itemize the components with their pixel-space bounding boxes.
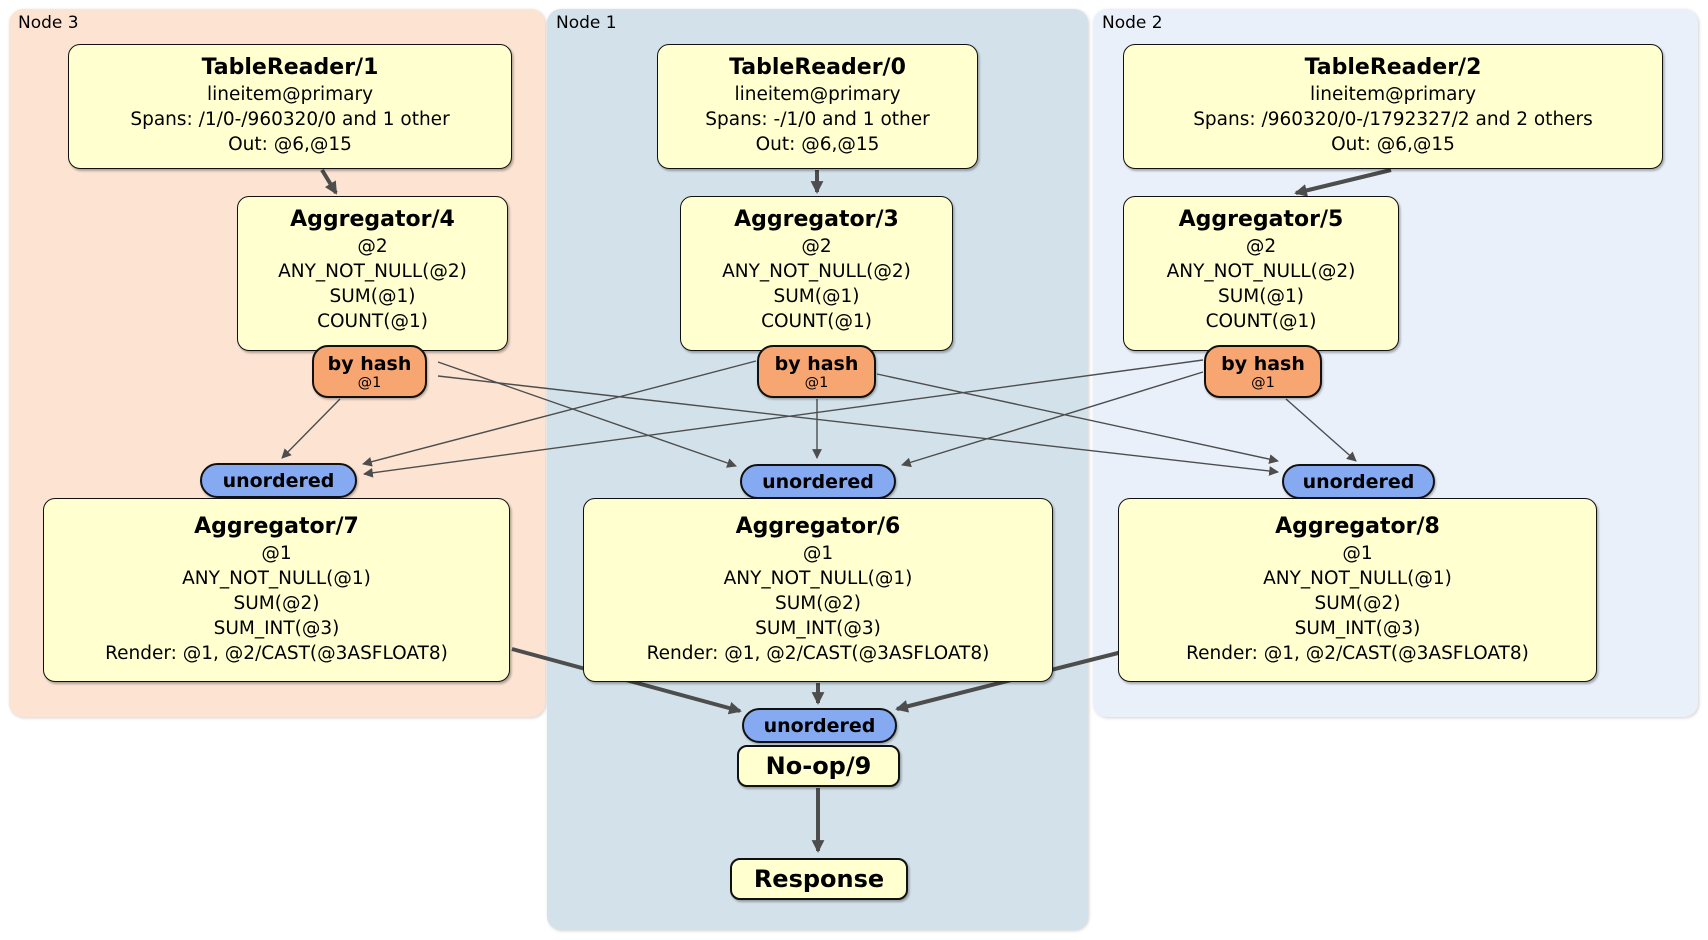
noop-9-box: No-op/9 xyxy=(737,745,900,787)
router-by-hash-node3-label: by hash xyxy=(327,352,412,375)
sync-unordered-node2: unordered xyxy=(1282,464,1435,499)
proc-line: SUM(@2) xyxy=(775,593,861,614)
proc-line: lineitem@primary xyxy=(206,84,374,105)
proc-line: Out: @6,@15 xyxy=(1331,134,1455,155)
sync-unordered-node3: unordered xyxy=(200,463,357,498)
proc-line: @2 xyxy=(357,236,388,257)
proc-line: lineitem@primary xyxy=(734,84,901,105)
proc-line: @2 xyxy=(1245,236,1277,257)
proc-line: COUNT(@1) xyxy=(761,311,872,332)
router-by-hash-node3: by hash @1 xyxy=(312,345,427,398)
proc-line: lineitem@primary xyxy=(1309,84,1477,105)
response-box: Response xyxy=(730,858,908,900)
proc-line: Spans: -/1/0 and 1 other xyxy=(705,109,930,130)
tablereader-0-title: TableReader/0 xyxy=(729,55,906,80)
proc-line: SUM_INT(@3) xyxy=(213,618,340,639)
edge-byhash-node3-to-unordered-node2 xyxy=(437,375,1279,476)
router-by-hash-node2-label: by hash xyxy=(1221,352,1305,375)
aggregator-8-title: Aggregator/8 xyxy=(1275,514,1440,539)
tablereader-1-title: TableReader/1 xyxy=(201,55,379,80)
proc-line: ANY_NOT_NULL(@1) xyxy=(723,568,913,589)
router-by-hash-node1-detail: @1 xyxy=(804,374,829,391)
edge-byhash-node1-to-unordered-node3 xyxy=(362,360,757,467)
aggregator-7-title: Aggregator/7 xyxy=(194,514,359,539)
edge-tablereader2-to-aggregator5 xyxy=(1294,168,1392,197)
router-by-hash-node1-label: by hash xyxy=(774,352,859,375)
proc-line: @1 xyxy=(261,543,292,564)
proc-line: SUM(@2) xyxy=(233,593,320,614)
node3-label: Node 3 xyxy=(18,13,79,33)
proc-line: SUM_INT(@3) xyxy=(1294,618,1421,639)
proc-line: Out: @6,@15 xyxy=(755,134,880,155)
proc-line: SUM(@1) xyxy=(1218,286,1304,307)
proc-line: SUM(@1) xyxy=(773,286,860,307)
proc-line: ANY_NOT_NULL(@1) xyxy=(182,568,371,589)
proc-line: @2 xyxy=(801,236,832,257)
router-by-hash-node3-detail: @1 xyxy=(357,374,382,391)
proc-line: ANY_NOT_NULL(@2) xyxy=(1166,261,1356,282)
edge-byhash-node2-to-unordered-node1 xyxy=(901,371,1204,468)
proc-line: ANY_NOT_NULL(@1) xyxy=(1263,568,1452,589)
sync-unordered-node1: unordered xyxy=(740,464,896,499)
edge-byhash-node1-to-unordered-node2 xyxy=(876,373,1279,464)
aggregator-5-title: Aggregator/5 xyxy=(1178,207,1344,232)
sync-unordered-final: unordered xyxy=(742,708,897,743)
edge-byhash-node3-to-unordered-node3 xyxy=(281,398,341,459)
edge-tablereader1-to-aggregator4 xyxy=(320,168,338,195)
proc-line: COUNT(@1) xyxy=(317,311,428,332)
proc-line: @1 xyxy=(1342,543,1373,564)
proc-line: ANY_NOT_NULL(@2) xyxy=(278,261,467,282)
edge-byhash-node2-to-unordered-node2 xyxy=(1285,398,1357,462)
router-by-hash-node2-detail: @1 xyxy=(1251,374,1275,391)
proc-line: COUNT(@1) xyxy=(1205,311,1317,332)
aggregator-3-title: Aggregator/3 xyxy=(734,207,899,232)
aggregator-4-title: Aggregator/4 xyxy=(290,207,455,232)
router-by-hash-node2: by hash @1 xyxy=(1204,345,1322,398)
edge-byhash-node3-to-unordered-node1 xyxy=(437,361,737,468)
proc-line: Out: @6,@15 xyxy=(228,134,352,155)
proc-line: Spans: /960320/0-/1792327/2 and 2 others xyxy=(1193,109,1593,130)
proc-line: SUM(@2) xyxy=(1314,593,1401,614)
proc-line: Render: @1, @2/CAST(@3ASFLOAT8) xyxy=(1186,643,1529,664)
proc-line: Render: @1, @2/CAST(@3ASFLOAT8) xyxy=(105,643,448,664)
proc-line: Spans: /1/0-/960320/0 and 1 other xyxy=(130,109,450,130)
aggregator-6-title: Aggregator/6 xyxy=(735,514,901,539)
tablereader-2-title: TableReader/2 xyxy=(1304,55,1482,80)
proc-line: Render: @1, @2/CAST(@3ASFLOAT8) xyxy=(646,643,990,664)
node1-label: Node 1 xyxy=(556,13,617,33)
proc-line: ANY_NOT_NULL(@2) xyxy=(722,261,911,282)
proc-line: SUM_INT(@3) xyxy=(755,618,881,639)
proc-line: @1 xyxy=(802,543,834,564)
node2-label: Node 2 xyxy=(1102,13,1163,33)
router-by-hash-node1: by hash @1 xyxy=(757,345,876,398)
proc-line: SUM(@1) xyxy=(329,286,416,307)
edge-byhash-node2-to-unordered-node3 xyxy=(363,359,1204,478)
